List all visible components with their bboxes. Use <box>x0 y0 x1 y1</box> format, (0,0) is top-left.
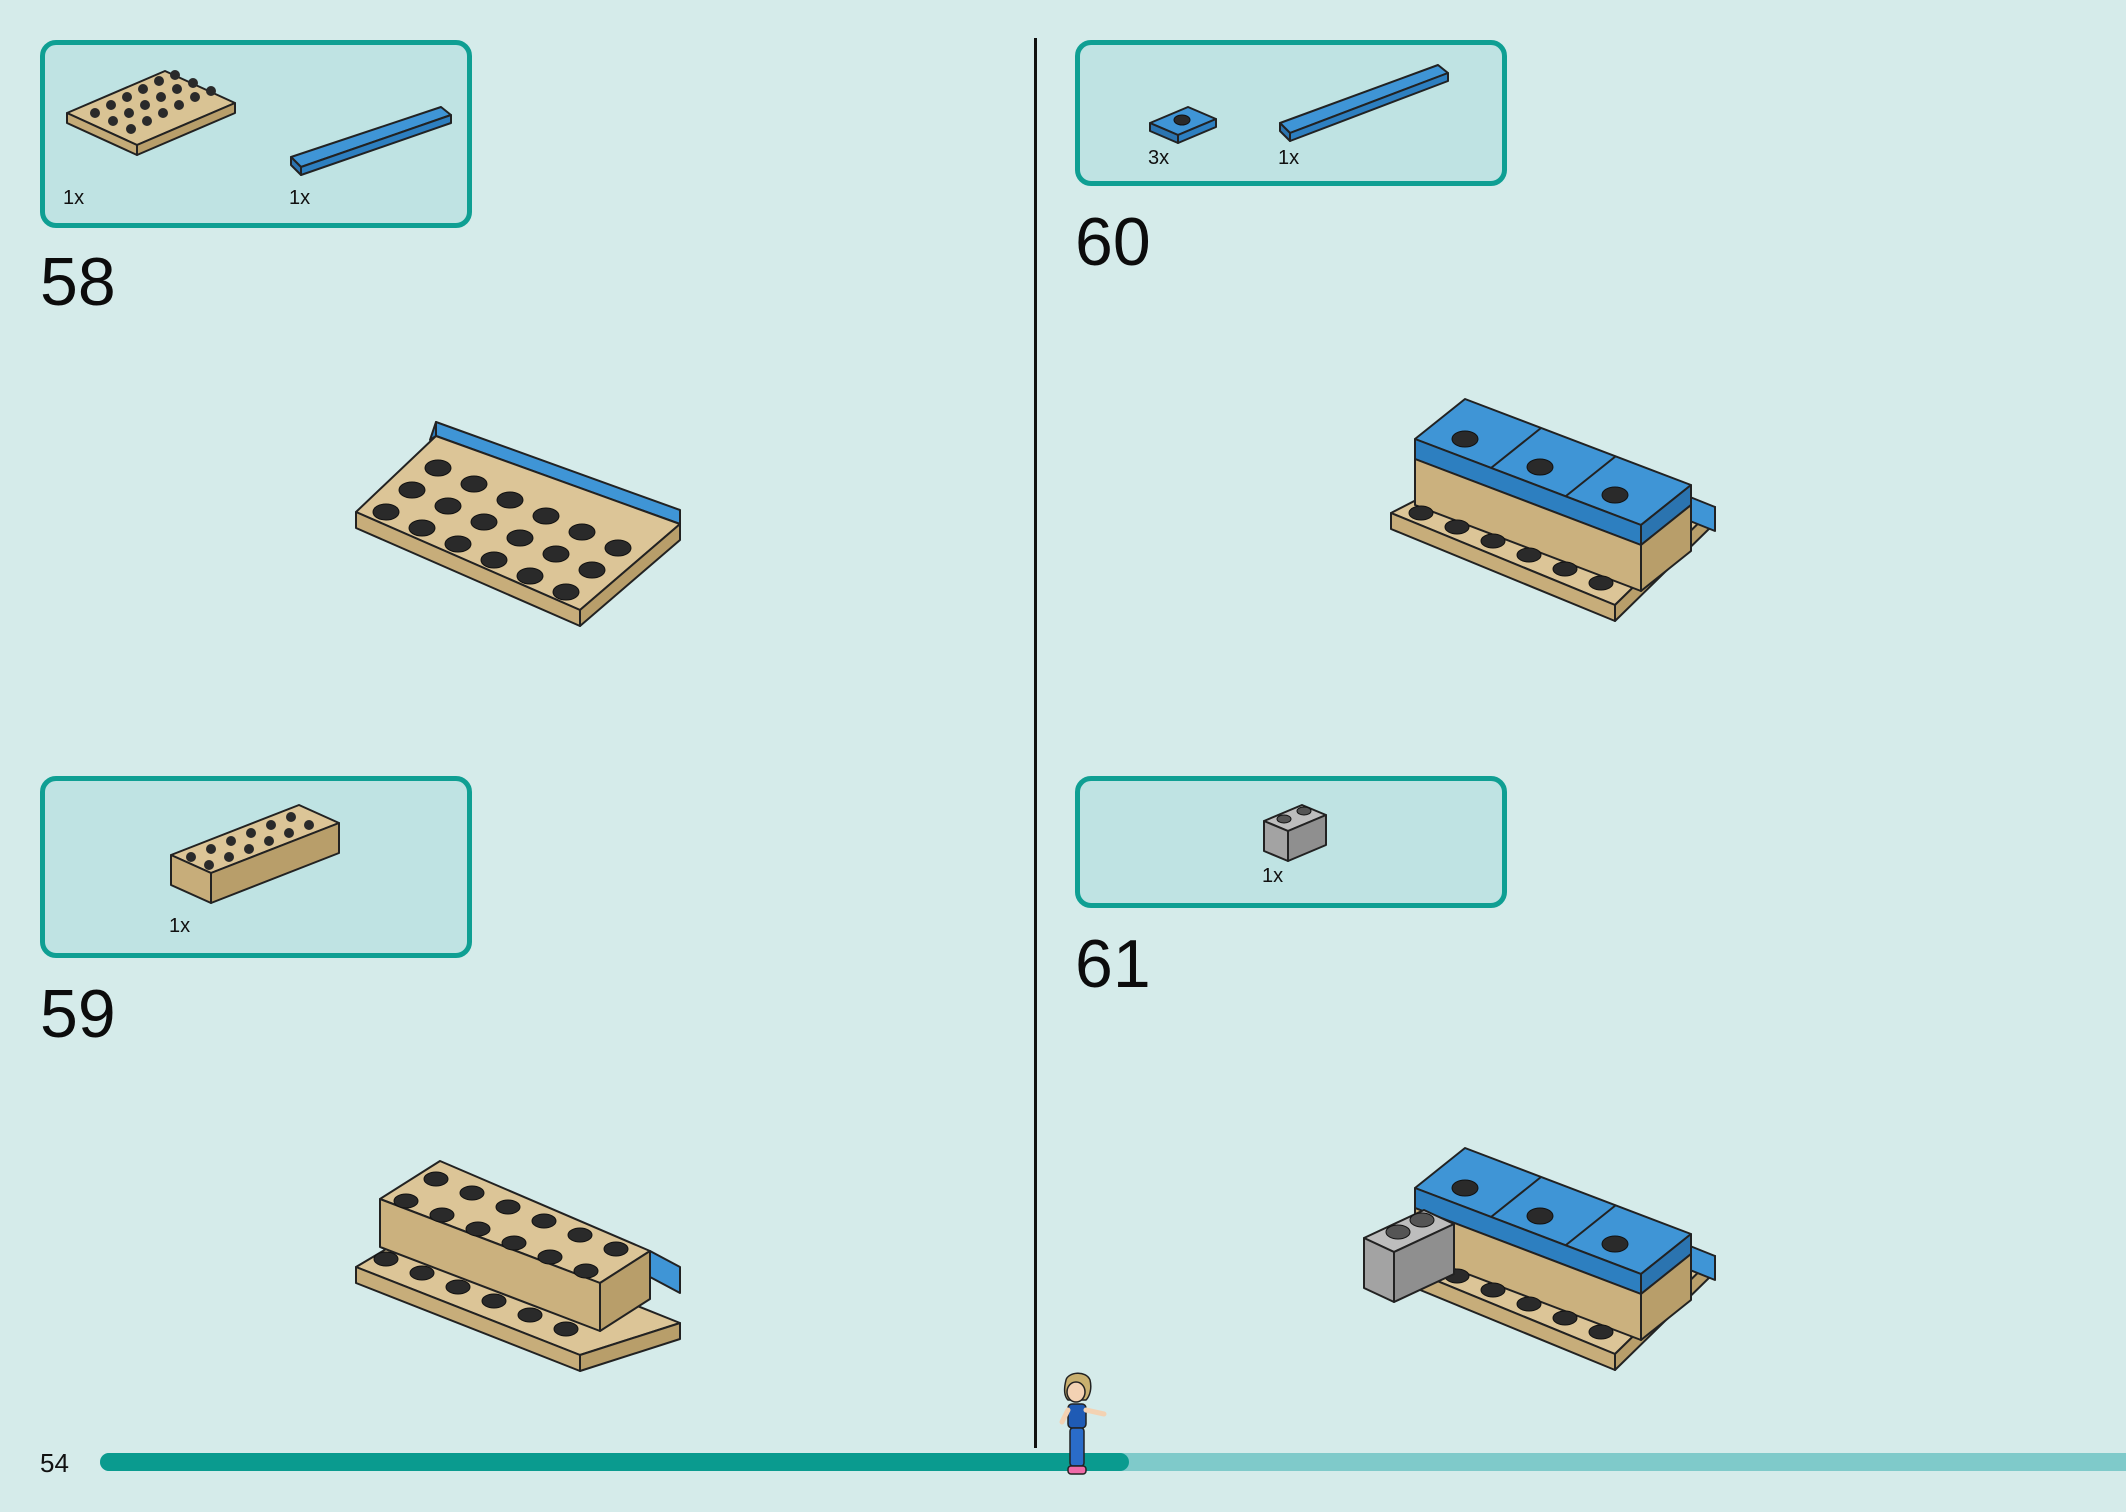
part-qty: 1x <box>289 187 311 209</box>
page-number: 54 <box>40 1448 69 1478</box>
tan-brick-part-icon <box>170 804 340 904</box>
step-59-assembly-illustration <box>355 1160 681 1372</box>
step-58-assembly-illustration <box>355 421 681 627</box>
progress-bar-fill <box>100 1453 1130 1471</box>
step-61-assembly-illustration <box>1363 1147 1716 1371</box>
grey-brick-part-icon <box>1263 804 1327 862</box>
tan-plate-part-icon <box>66 70 236 156</box>
part-qty: 1x <box>63 187 85 209</box>
step-60-assembly-illustration <box>1390 398 1716 622</box>
step-number: 59 <box>40 976 116 1052</box>
step-number: 60 <box>1075 204 1151 280</box>
progress-bar <box>100 1453 2126 1471</box>
page-divider <box>1034 38 1037 1448</box>
parts-callout-step-58: 1x 1x <box>40 40 472 228</box>
parts-callout-step-60: 3x 1x <box>1075 40 1507 186</box>
part-qty: 1x <box>1278 147 1300 169</box>
blue-tile-part-icon <box>290 106 452 176</box>
step-number: 58 <box>40 244 116 320</box>
minifigure-icon <box>1059 1372 1107 1475</box>
part-qty: 1x <box>1262 865 1284 887</box>
blue-jumper-plate-part-icon <box>1149 106 1217 144</box>
part-qty: 1x <box>169 915 191 937</box>
parts-callout-step-59: 1x <box>40 776 472 958</box>
blue-tile-part-icon <box>1279 64 1449 142</box>
step-number: 61 <box>1075 926 1151 1002</box>
parts-callout-step-61: 1x <box>1075 776 1507 908</box>
part-qty: 3x <box>1148 147 1170 169</box>
